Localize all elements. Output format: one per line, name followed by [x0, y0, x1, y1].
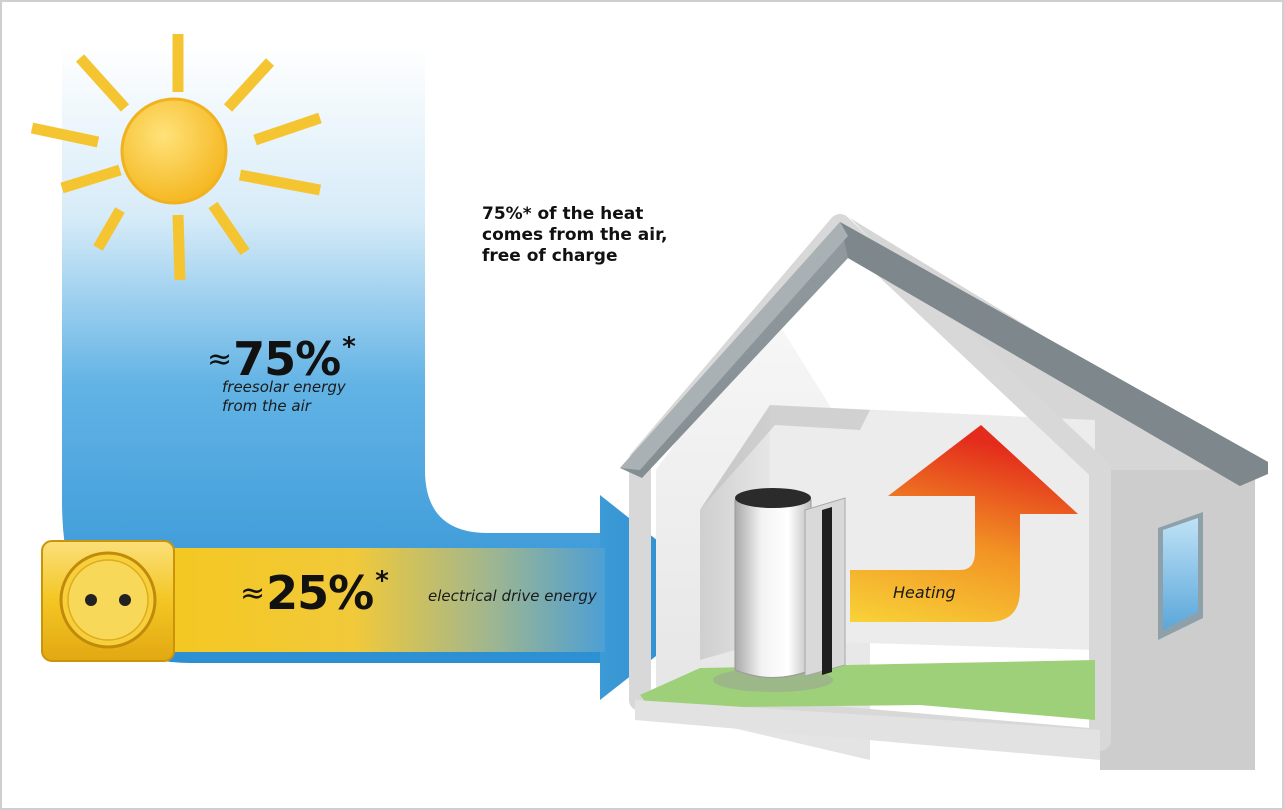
solar-air-flow-band: [62, 45, 620, 663]
solar-label-line-1: freesolar energy: [222, 378, 346, 396]
heading-line-1: 75%* of the heat: [482, 204, 644, 224]
sun-icon: [30, 34, 322, 281]
power-socket-icon: [41, 540, 175, 662]
heat-pump-unit-icon: [713, 488, 846, 692]
solar-percentage: ≈75%*: [207, 332, 356, 386]
electrical-percentage: ≈25%*: [240, 566, 389, 620]
electrical-flow-band: [150, 548, 605, 652]
solar-asterisk: *: [342, 332, 356, 362]
solar-approx-symbol: ≈: [207, 342, 233, 377]
solar-percent-value: 75%: [233, 332, 341, 386]
electrical-percent-value: 25%: [266, 566, 374, 620]
electrical-approx-symbol: ≈: [240, 576, 266, 611]
heading-line-3: free of charge: [482, 246, 618, 266]
solar-energy-label: freesolar energy from the air: [222, 378, 346, 416]
heating-label: Heating: [893, 583, 956, 602]
electrical-energy-label: electrical drive energy: [428, 587, 597, 605]
solar-label-line-2: from the air: [222, 397, 311, 415]
heading-text: 75%* of the heat comes from the air, fre…: [482, 204, 752, 267]
heading-line-2: comes from the air,: [482, 225, 668, 245]
electrical-asterisk: *: [375, 566, 389, 596]
heating-flow-arrow: [850, 425, 1078, 622]
